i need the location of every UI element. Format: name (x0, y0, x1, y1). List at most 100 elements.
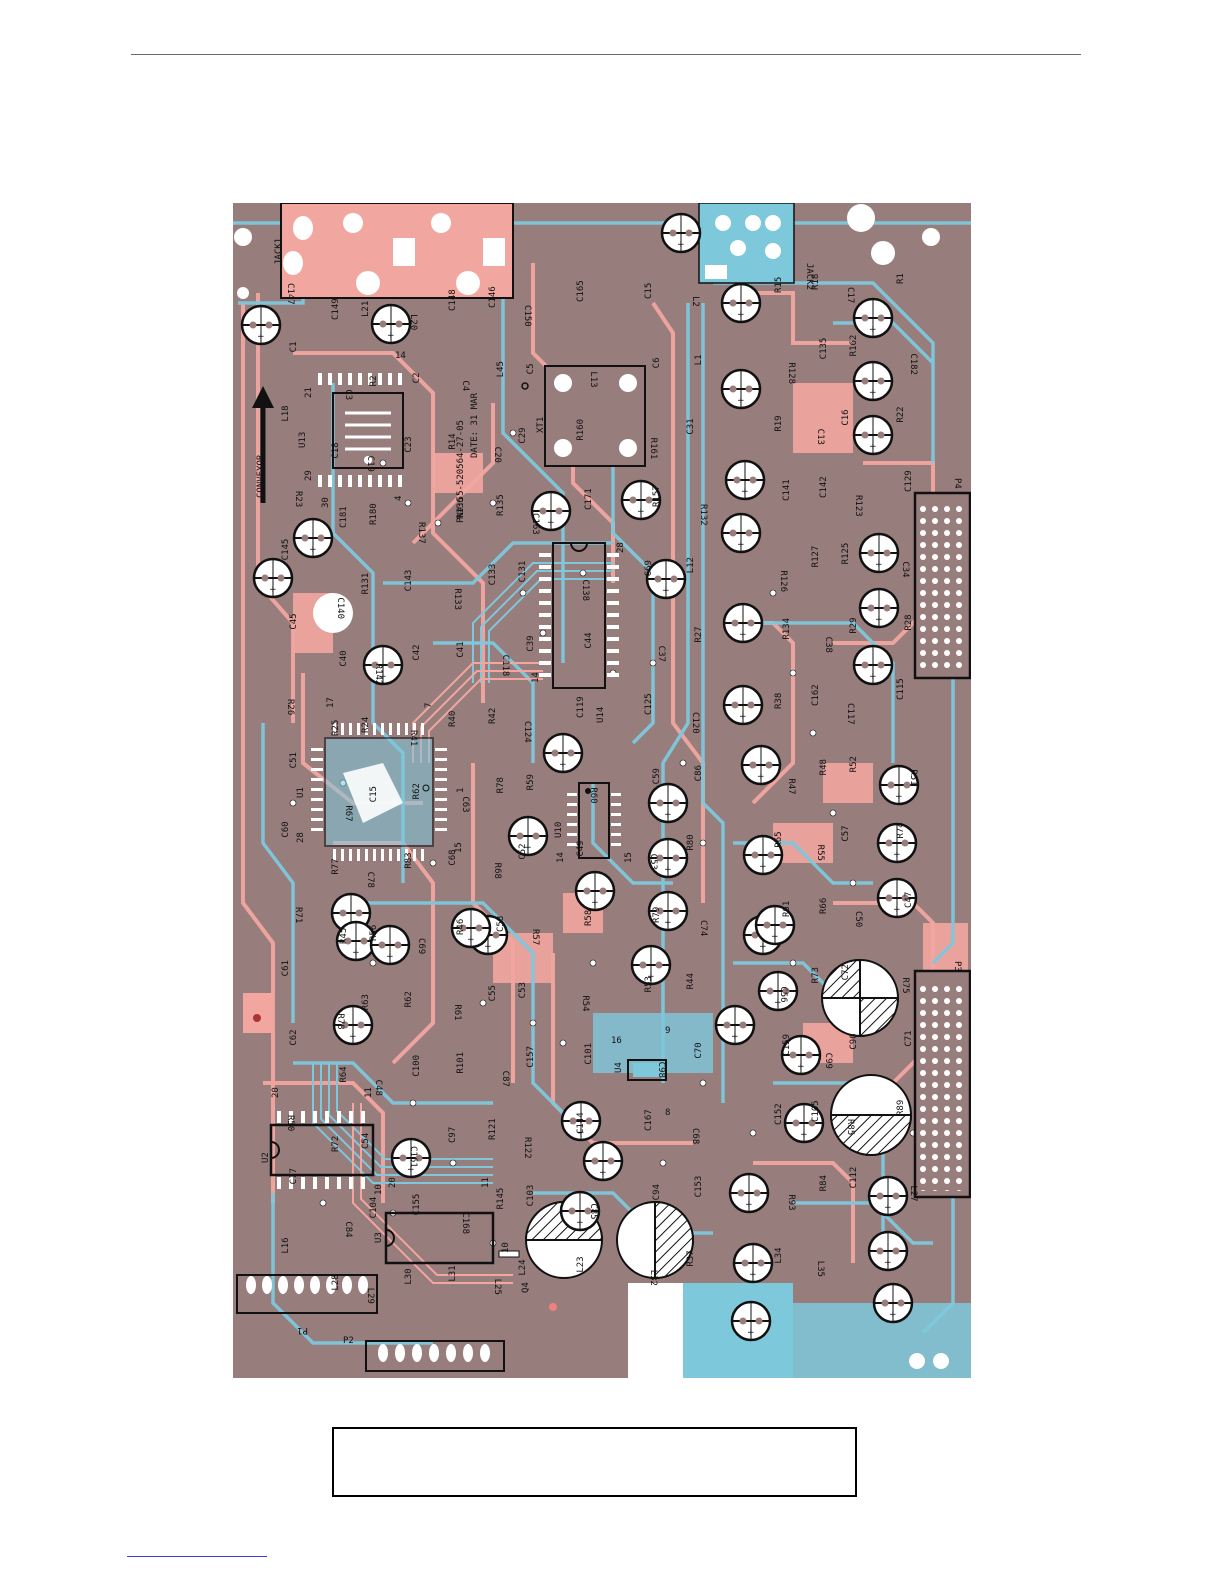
designator-label: R28 (904, 614, 914, 630)
designator-label: C85 (588, 1203, 598, 1219)
designator-label: C171 (584, 488, 594, 510)
svg-text:+: + (524, 843, 532, 853)
svg-text:+: + (771, 932, 779, 942)
u10-label: U10 (554, 822, 564, 838)
designator-label: C52 (518, 843, 528, 859)
svg-text:8: 8 (665, 1108, 670, 1118)
designator-label: C60 (281, 821, 291, 837)
capacitor: + (574, 870, 616, 912)
designator-label: R84 (819, 1175, 829, 1191)
designator-label: R132 (698, 504, 708, 526)
designator-label: R64 (339, 1066, 349, 1082)
u14-label: U14 (596, 707, 606, 723)
designator-label: C124 (522, 721, 532, 743)
capacitor: + (852, 360, 894, 402)
designator-label: L1 (694, 354, 704, 365)
designator-label: C125 (644, 693, 654, 715)
svg-text:+: + (407, 1165, 415, 1175)
designator-label: C120 (690, 712, 700, 734)
designator-label: R40 (448, 711, 458, 727)
capacitor: + (730, 1300, 772, 1342)
designator-label: L28 (331, 1274, 341, 1290)
designator-label: C57 (841, 825, 851, 841)
svg-text:+: + (257, 332, 265, 342)
designator-label: L45 (496, 361, 506, 377)
conveyor-label: CONVEYOR (256, 454, 266, 498)
u2-label: U2 (261, 1152, 271, 1163)
capacitor: + (559, 1190, 601, 1232)
designator-label: R78 (496, 777, 506, 793)
capacitor: + (720, 368, 762, 410)
designator-label: C78 (365, 872, 375, 888)
designator-label: R74 (896, 822, 906, 838)
designator-label: C53 (648, 854, 658, 870)
designator-label: R24 (361, 717, 371, 733)
svg-text:+: + (731, 1032, 739, 1042)
svg-text:11: 11 (364, 1087, 374, 1098)
svg-text:+: + (547, 518, 555, 528)
designator-label: C29 (518, 427, 528, 443)
designator-label: C3 (343, 389, 353, 400)
svg-text:+: + (741, 487, 749, 497)
designator-label: C148 (448, 289, 458, 311)
svg-text:29: 29 (304, 470, 314, 481)
svg-text:+: + (869, 325, 877, 335)
designator-label: C69 (644, 560, 654, 576)
svg-text:+: + (869, 672, 877, 682)
designator-label: C31 (686, 418, 696, 434)
capacitor: + (852, 297, 894, 339)
designator-label: C5 (526, 363, 536, 374)
designator-label: R131 (361, 573, 371, 595)
designator-label: L27 (908, 1185, 918, 1201)
designator-label: L13 (588, 371, 598, 387)
svg-text:30: 30 (321, 497, 331, 508)
header-rule (131, 54, 1081, 55)
designator-label: C56 (778, 986, 788, 1002)
svg-text:+: + (737, 540, 745, 550)
designator-label: C119 (576, 696, 586, 718)
footer-link-underline (127, 1556, 267, 1557)
designator-label: C163 (530, 513, 540, 535)
designator-label: L20 (408, 314, 418, 330)
designator-label: C72 (841, 964, 851, 980)
part-number-label: PN#:55-520564-27-05 (456, 420, 466, 523)
date-label: DATE: 31 MAR (470, 392, 480, 458)
designator-label: R25 (331, 720, 341, 736)
u14-chip (539, 542, 619, 689)
svg-text:+: + (737, 396, 745, 406)
svg-text:+: + (269, 585, 277, 595)
designator-label: C68 (448, 849, 458, 865)
svg-text:+: + (309, 545, 317, 555)
svg-text:+: + (737, 310, 745, 320)
svg-text:16: 16 (611, 1036, 622, 1046)
jack1-label: JACK1 (274, 238, 284, 265)
svg-text:+: + (875, 615, 883, 625)
designator-label: C13 (815, 429, 825, 445)
svg-text:+: + (749, 1270, 757, 1280)
svg-text:+: + (664, 918, 672, 928)
capacitor: + (732, 1242, 774, 1284)
designator-label: C133 (488, 564, 498, 586)
designator-label: L2 (690, 296, 700, 307)
designator-label: R42 (488, 708, 498, 724)
designator-label: R58 (584, 910, 594, 926)
svg-text:9: 9 (665, 1026, 670, 1036)
designator-label: C16 (841, 409, 851, 425)
capacitor: + (783, 1102, 825, 1144)
designator-label: R135 (496, 494, 506, 516)
designator-label: R47 (786, 778, 796, 794)
designator-label: C69 (416, 938, 426, 954)
capacitor: + (542, 732, 584, 774)
svg-text:21: 21 (304, 387, 314, 398)
designator-label: C142 (819, 476, 829, 498)
silkscreen-labels: JACK1 JACK2 P4 P3 P1 P2 CONVEYOR PN#:55-… (256, 238, 962, 1346)
designator-label: C61 (281, 960, 291, 976)
designator-label: C118 (500, 655, 510, 677)
designator-label: R89 (896, 1100, 906, 1116)
u13-chip (332, 392, 404, 469)
svg-text:17: 17 (326, 697, 336, 708)
svg-text:14: 14 (556, 852, 566, 863)
svg-text:+: + (677, 240, 685, 250)
u13-label: U13 (298, 432, 308, 448)
designator-label: C18 (331, 442, 341, 458)
